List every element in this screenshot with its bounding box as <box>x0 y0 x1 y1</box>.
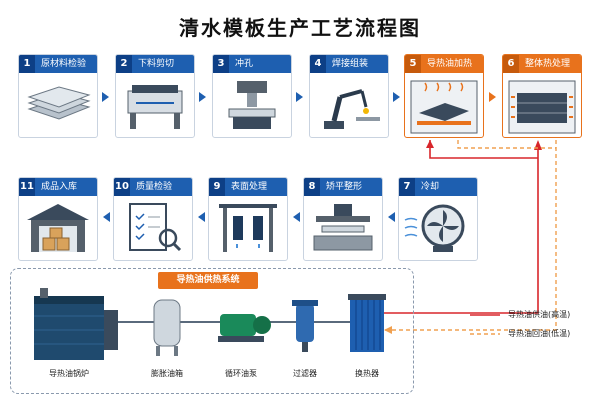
inspection-clipboard-icon <box>129 203 182 252</box>
step-label: 原材料检验 <box>41 59 87 69</box>
step-warehousing: 11 成品入库 <box>18 177 98 261</box>
warehouse-icon <box>27 204 89 252</box>
step-number: 6 <box>503 55 519 73</box>
welding-robot-icon <box>324 89 380 129</box>
flow-arrow <box>102 92 109 102</box>
step-number: 9 <box>209 178 225 196</box>
equipment-label: 过滤器 <box>293 369 317 378</box>
step-number: 4 <box>310 55 326 73</box>
step-label: 矫平整形 <box>326 182 363 192</box>
equipment-label: 换热器 <box>355 369 379 378</box>
legend-return-label: 导热油回油(低温) <box>508 329 571 338</box>
heating-system-title: 导热油供热系统 <box>158 272 258 289</box>
equipment-label: 膨胀油箱 <box>151 369 183 378</box>
step-label: 整体热处理 <box>525 59 571 69</box>
step-label: 下料剪切 <box>138 59 175 69</box>
step-leveling: 8 矫平整形 <box>303 177 383 261</box>
flow-arrow <box>489 92 496 102</box>
step-label: 表面处理 <box>231 182 268 192</box>
step-cutting: 2 下料剪切 <box>115 54 195 138</box>
step-raw-material-inspection: 1 原材料检验 <box>18 54 98 138</box>
equipment-label: 循环油泵 <box>225 369 257 378</box>
step-cooling: 7 冷却 <box>398 177 478 261</box>
step-number: 2 <box>116 55 132 73</box>
flow-arrow <box>388 212 395 222</box>
equipment-label: 导热油锅炉 <box>49 369 89 378</box>
step-label: 冷却 <box>421 182 440 192</box>
heating-system-panel <box>10 268 414 394</box>
leveling-press-icon <box>313 204 373 251</box>
cooling-fan-icon <box>404 204 465 252</box>
filter-icon <box>292 300 318 352</box>
step-label: 成品入库 <box>41 182 78 192</box>
step-number: 8 <box>304 178 320 196</box>
circulation-pump-icon <box>218 314 271 342</box>
steel-plates-icon <box>27 86 91 120</box>
surface-treatment-icon <box>219 204 277 252</box>
flow-arrow <box>393 92 400 102</box>
return-arrowhead <box>384 326 392 334</box>
shearing-machine-icon <box>127 85 183 129</box>
legend-supply-label: 导热油供油(高温) <box>508 310 571 319</box>
flow-arrow <box>103 212 110 222</box>
step-label: 导热油加热 <box>427 59 473 69</box>
step-number: 5 <box>405 55 421 73</box>
oil-boiler-icon <box>34 288 118 360</box>
supply-arrowhead <box>426 140 434 148</box>
step-number: 10 <box>114 178 130 196</box>
oil-supply-line <box>384 150 539 314</box>
heat-exchanger-icon <box>348 294 386 352</box>
flow-arrow <box>296 92 303 102</box>
flow-arrow <box>198 212 205 222</box>
flow-arrow <box>199 92 206 102</box>
step-punching: 3 冲孔 <box>212 54 292 138</box>
page-title: 清水模板生产工艺流程图 <box>179 16 421 40</box>
heat-treatment-furnace-icon <box>508 80 576 134</box>
step-surface-treatment: 9 表面处理 <box>208 177 288 261</box>
step-quality-inspection: 10 质量检验 <box>113 177 193 261</box>
flow-arrow <box>293 212 300 222</box>
step-number: 3 <box>213 55 229 73</box>
expansion-tank-icon <box>153 299 181 356</box>
step-number: 1 <box>19 55 35 73</box>
punch-press-icon <box>228 81 276 129</box>
step-welding-assembly: 4 焊接组装 <box>309 54 389 138</box>
step-number: 7 <box>399 178 415 196</box>
step-number: 11 <box>19 178 35 196</box>
step-label: 焊接组装 <box>332 59 369 69</box>
step-heat-treatment: 6 整体热处理 <box>502 54 582 138</box>
step-label: 质量检验 <box>136 182 173 192</box>
step-oil-heating: 5 导热油加热 <box>404 54 484 138</box>
step-label: 冲孔 <box>235 59 254 69</box>
heating-chamber-icon <box>410 80 478 134</box>
